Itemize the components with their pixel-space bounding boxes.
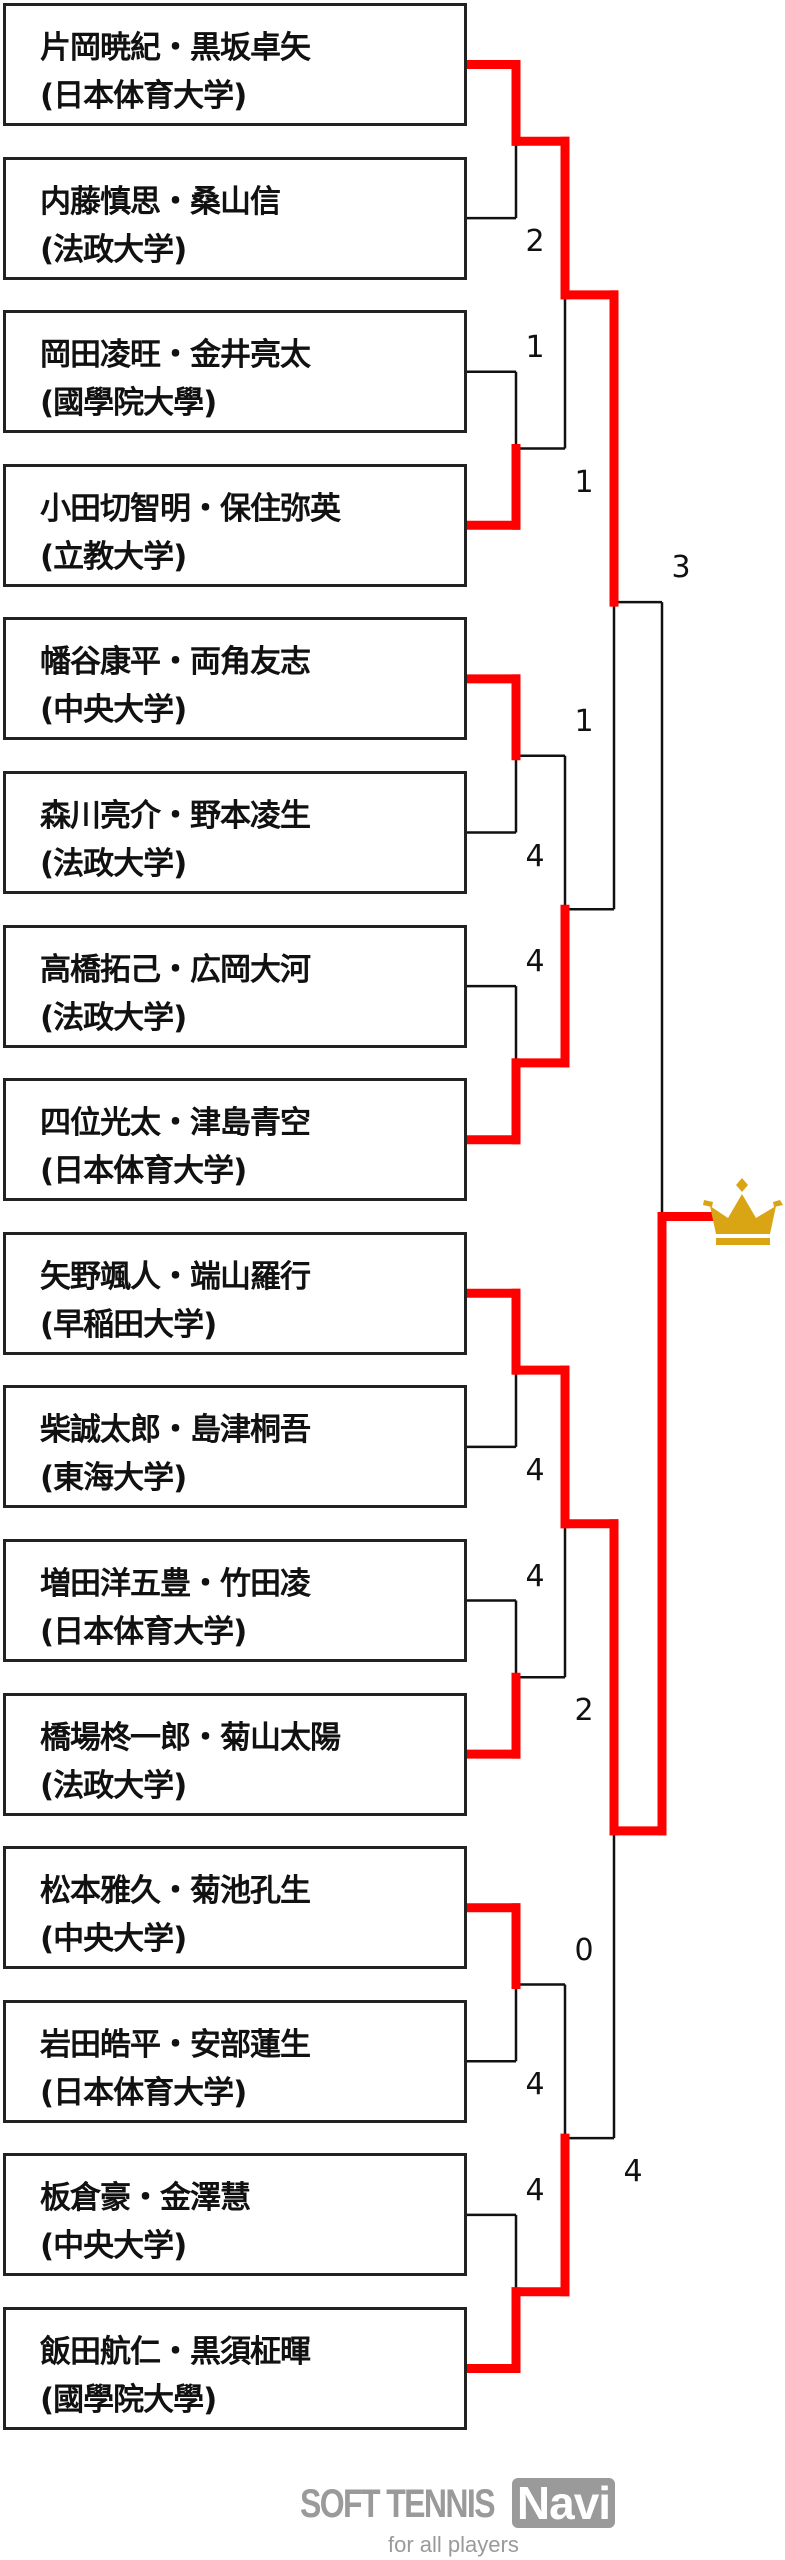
entry-box: 飯田航仁・黒須柾暉 (國學院大學) <box>3 2307 467 2430</box>
player-names: 幡谷康平・両角友志 <box>40 644 311 681</box>
player-names: 小田切智明・保住弥英 <box>40 490 341 527</box>
player-names: 岡田凌旺・金井亮太 <box>40 337 311 374</box>
player-names: 矢野颯人・端山羅行 <box>40 1258 311 1295</box>
player-names: 橋場柊一郎・菊山太陽 <box>40 1719 341 1756</box>
entry-box: 四位光太・津島青空 (日本体育大学) <box>3 1078 467 1202</box>
match-score: 2 <box>574 1693 594 1729</box>
school-name: (日本体育大学) <box>40 2074 247 2111</box>
player-names: 柴誠太郎・島津桐吾 <box>40 1412 311 1449</box>
entry-box: 森川亮介・野本凌生 (法政大学) <box>3 771 467 894</box>
player-names: 片岡暁紀・黒坂卓矢 <box>40 30 311 66</box>
match-score: 4 <box>623 2154 643 2190</box>
entry-box: 増田洋五豊・竹田凌 (日本体育大学) <box>3 1539 467 1662</box>
player-names: 増田洋五豊・竹田凌 <box>40 1566 311 1602</box>
logo-brand: SOFT TENNIS <box>300 2482 496 2526</box>
entry-box: 小田切智明・保住弥英 (立教大学) <box>3 463 467 587</box>
entry-box: 柴誠太郎・島津桐吾 (東海大学) <box>3 1385 467 1509</box>
entry-box: 内藤慎思・桑山信 (法政大学) <box>3 156 467 280</box>
soft-tennis-navi-logo: SOFT TENNIS Navi for all players <box>300 2478 620 2560</box>
match-score: 4 <box>525 1558 545 1594</box>
entry-box: 岩田皓平・安部蓮生 (日本体育大学) <box>3 1999 467 2123</box>
school-name: (國學院大學) <box>40 2382 217 2418</box>
school-name: (國學院大學) <box>40 385 217 422</box>
player-names: 岩田皓平・安部蓮生 <box>40 2026 311 2063</box>
match-score: 4 <box>525 838 545 874</box>
player-names: 四位光太・津島青空 <box>40 1105 311 1142</box>
match-score: 4 <box>525 2172 545 2208</box>
logo-tagline: for all players <box>388 2532 519 2557</box>
entry-box: 高橋拓己・広岡大河 (法政大学) <box>3 924 467 1048</box>
entry-box: 板倉豪・金澤慧 (中央大学) <box>3 2153 467 2277</box>
match-score: 4 <box>525 2067 545 2103</box>
entry-box: 矢野颯人・端山羅行 (早稲田大学) <box>3 1231 467 1355</box>
school-name: (法政大学) <box>40 999 187 1036</box>
school-name: (中央大学) <box>40 1921 187 1958</box>
player-names: 飯田航仁・黒須柾暉 <box>40 2334 311 2370</box>
player-names: 内藤慎思・桑山信 <box>40 183 281 220</box>
player-names: 森川亮介・野本凌生 <box>40 798 311 834</box>
school-name: (早稲田大学) <box>40 1306 217 1343</box>
entry-box: 橋場柊一郎・菊山太陽 (法政大学) <box>3 1692 467 1816</box>
match-score: 3 <box>671 550 691 586</box>
school-name: (法政大学) <box>40 1767 187 1804</box>
entry-box: 片岡暁紀・黒坂卓矢 (日本体育大学) <box>3 3 467 126</box>
match-score: 4 <box>525 944 545 980</box>
school-name: (立教大学) <box>40 538 187 575</box>
logo-navi: Navi <box>512 2478 615 2528</box>
school-name: (法政大学) <box>40 231 187 268</box>
match-score: 0 <box>574 1932 594 1968</box>
match-score: 1 <box>525 329 545 365</box>
player-names: 板倉豪・金澤慧 <box>40 2180 251 2217</box>
crown-icon <box>703 1178 783 1245</box>
school-name: (日本体育大学) <box>40 78 247 114</box>
match-score: 2 <box>525 224 545 260</box>
match-score: 1 <box>574 703 594 739</box>
school-name: (法政大学) <box>40 846 187 882</box>
school-name: (日本体育大学) <box>40 1614 247 1650</box>
school-name: (日本体育大学) <box>40 1153 247 1190</box>
entry-box: 幡谷康平・両角友志 (中央大学) <box>3 617 467 741</box>
match-score: 4 <box>525 1452 545 1488</box>
match-score: 1 <box>574 464 594 500</box>
school-name: (中央大学) <box>40 2228 187 2265</box>
entry-box: 松本雅久・菊池孔生 (中央大学) <box>3 1846 467 1970</box>
player-names: 松本雅久・菊池孔生 <box>40 1873 311 1910</box>
player-names: 高橋拓己・広岡大河 <box>40 951 311 988</box>
school-name: (東海大学) <box>40 1460 187 1497</box>
school-name: (中央大学) <box>40 692 187 729</box>
entry-box: 岡田凌旺・金井亮太 (國學院大學) <box>3 310 467 434</box>
